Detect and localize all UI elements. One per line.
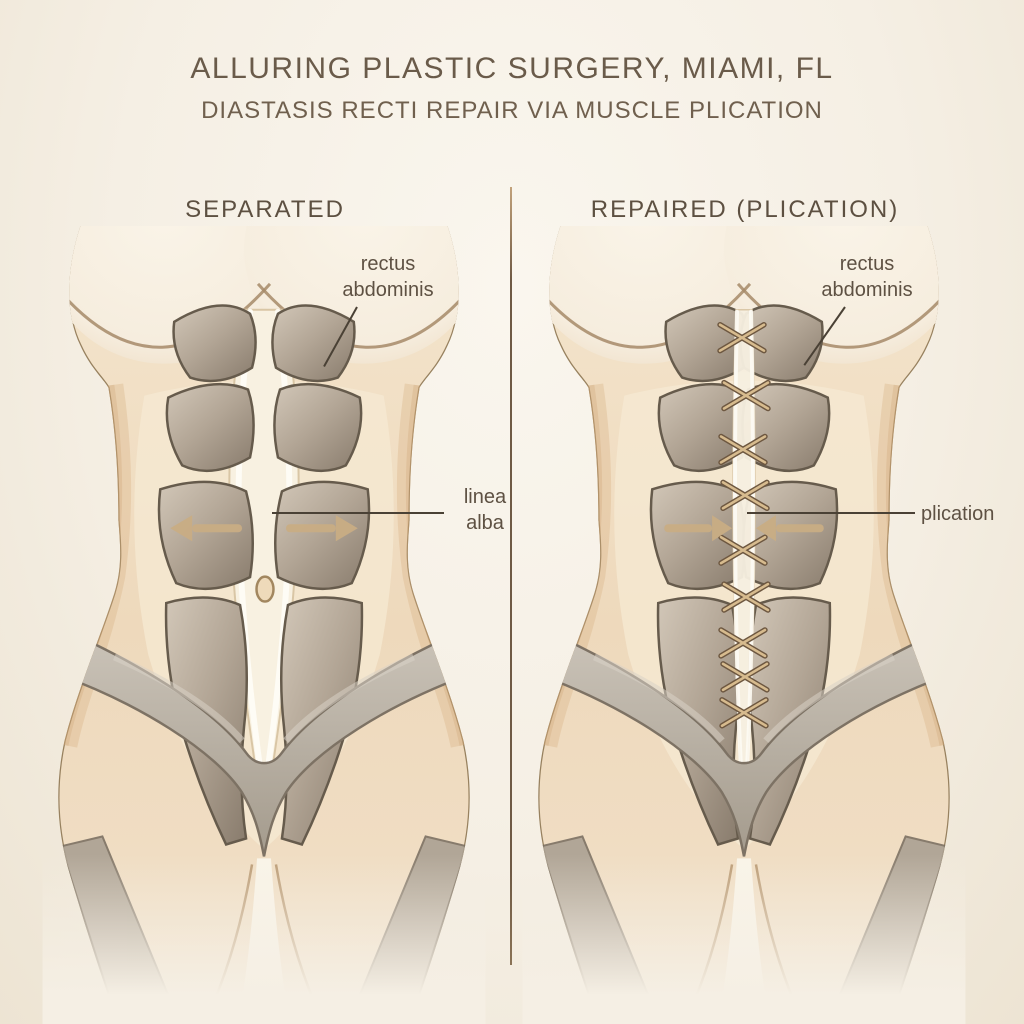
torso-illustration-repaired xyxy=(522,226,966,1024)
label-rectus-abdominis-right: rectus abdominis xyxy=(821,253,913,301)
page-subtitle: DIASTASIS RECTI REPAIR VIA MUSCLE PLICAT… xyxy=(201,97,823,124)
heading-separated: SEPARATED xyxy=(185,196,345,223)
heading-repaired: REPAIRED (PLICATION) xyxy=(590,196,900,223)
torso-illustration-separated xyxy=(42,226,486,1024)
page-title: ALLURING PLASTIC SURGERY, MIAMI, FL xyxy=(190,52,834,85)
separation-arrows xyxy=(170,515,358,542)
bikini-bottom xyxy=(538,623,950,857)
bottom-fade xyxy=(42,854,486,1024)
bottom-fade xyxy=(522,854,966,1024)
panel-divider xyxy=(510,187,512,965)
label-linea-alba: linea alba xyxy=(463,486,507,534)
pointer-line-linea-alba xyxy=(272,512,444,514)
bikini-bottom xyxy=(58,623,470,857)
label-rectus-abdominis-left: rectus abdominis xyxy=(342,253,434,301)
approximation-arrows xyxy=(664,515,824,542)
suture-stitches xyxy=(717,322,771,729)
label-plication: plication xyxy=(921,503,995,525)
navel xyxy=(255,575,275,603)
pointer-line-plication xyxy=(747,512,915,514)
